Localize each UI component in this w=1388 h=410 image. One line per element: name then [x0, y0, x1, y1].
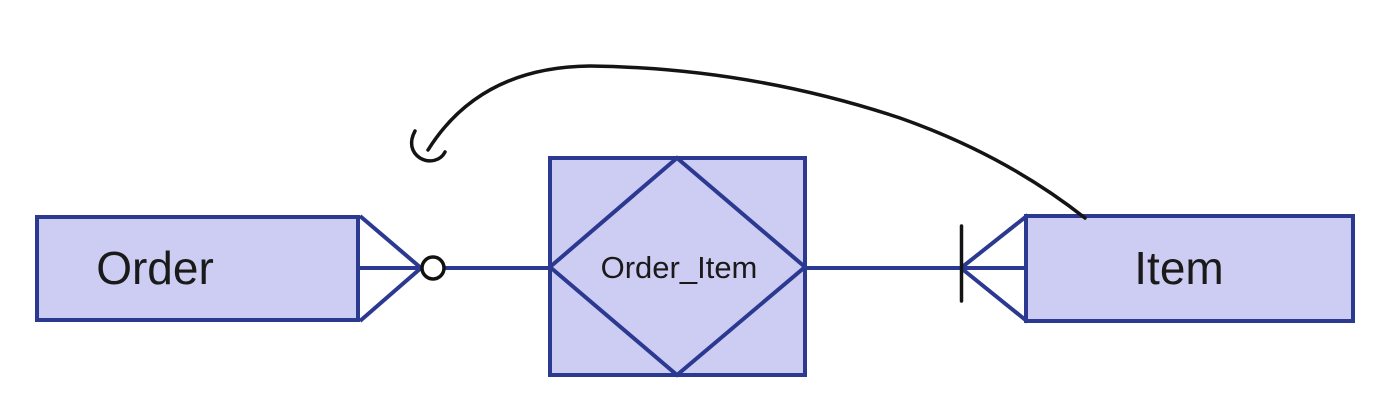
order-entity-label: Order: [96, 242, 214, 294]
annotation-arrowhead-icon: [409, 129, 447, 163]
item-entity-label: Item: [1134, 242, 1223, 294]
order-orderitem-connector: [358, 214, 550, 323]
relationship-label: Order_Item: [601, 250, 758, 285]
orderitem-item-connector: [805, 213, 1030, 324]
item-entity: [1024, 214, 1355, 323]
annotation-arrow-curve: [426, 64, 1087, 220]
relationship-box: [548, 156, 807, 377]
annotation-arrow: [409, 64, 1087, 220]
order-entity: [35, 215, 360, 322]
optional-circle-icon: [420, 255, 446, 281]
crow-foot-many-icon: [358, 214, 423, 323]
crow-foot-many-icon: [959, 213, 1030, 324]
